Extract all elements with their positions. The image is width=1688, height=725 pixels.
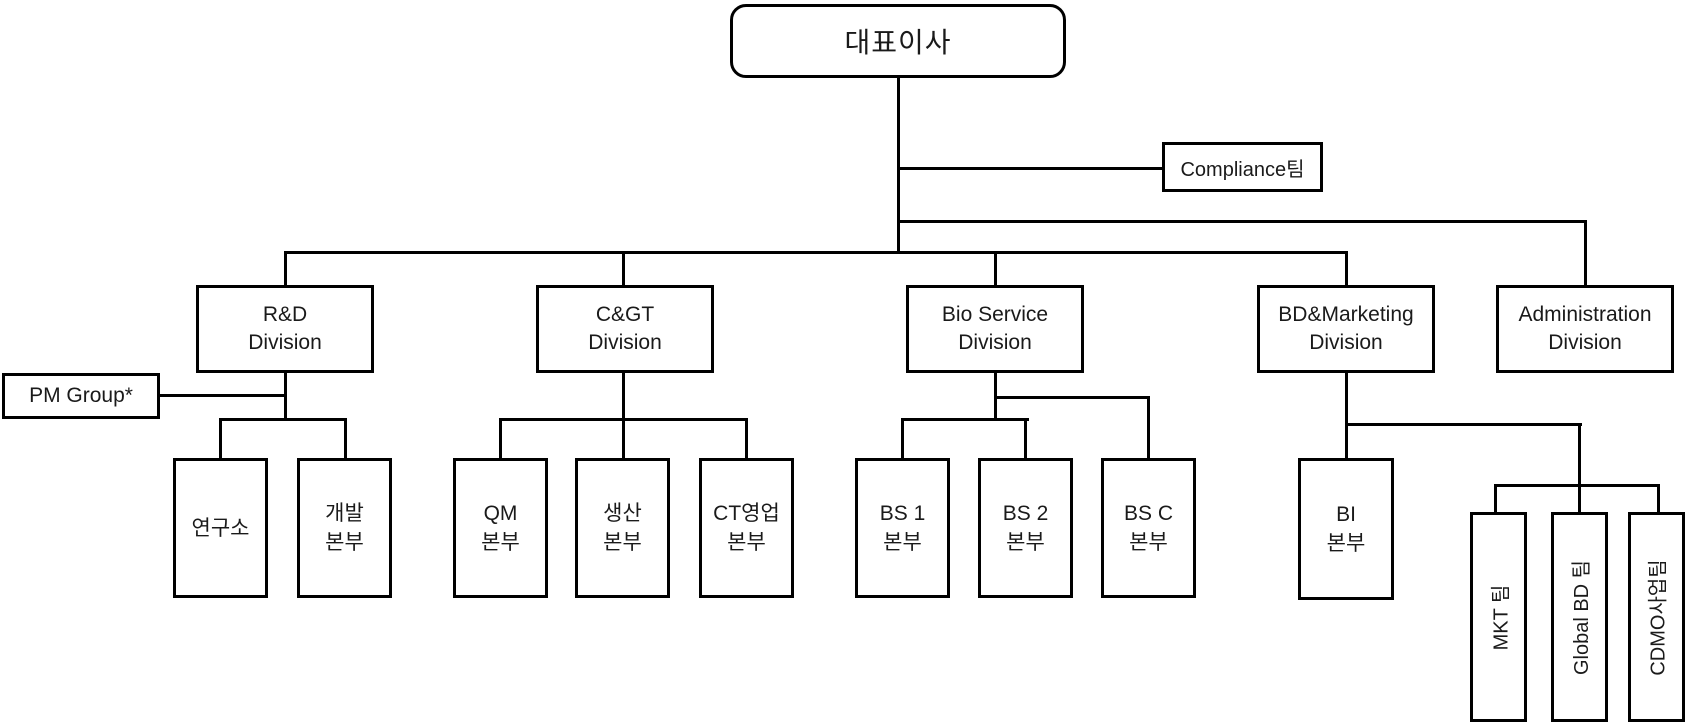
division-label-administration: Administration Division [1518,303,1652,354]
division-box-administration: Administration Division [1496,285,1674,373]
connector-line [622,251,625,287]
team-box-mkt: MKT 팀 [1470,512,1527,722]
dept-box-development-hq: 개발 본부 [297,458,392,598]
connector-line [622,371,625,460]
team-box-global-bd: Global BD 팀 [1551,512,1608,722]
connector-line [897,78,900,253]
dept-label: CT영업 본부 [713,502,780,554]
connector-line [901,418,904,460]
ceo-label: 대표이사 [844,27,952,58]
division-box-rnd: R&D Division [196,285,374,373]
dept-box-ct-sales-hq: CT영업 본부 [699,458,794,598]
connector-line [499,418,748,421]
connector-line [1345,371,1348,460]
connector-line [284,251,1348,254]
dept-box-research-institute: 연구소 [173,458,268,598]
division-label-rnd: R&D Division [248,303,322,354]
connector-line [219,418,347,421]
connector-line [1147,396,1150,460]
team-label-cdmo: CDMO사업팀 [1648,558,1670,676]
connector-line [1345,423,1582,426]
dept-label: 연구소 [191,516,250,540]
connector-line [344,418,347,460]
connector-line [219,418,222,460]
dept-label: BS 1 본부 [879,502,926,554]
connector-line [901,418,1029,421]
compliance-team-box: Compliance팀 [1162,142,1323,192]
connector-line [745,418,748,460]
dept-label: BS 2 본부 [1002,502,1049,554]
connector-line [1584,220,1587,287]
connector-line [994,251,997,287]
connector-line [160,394,286,397]
connector-line [897,220,1587,223]
dept-label: 개발 본부 [325,502,364,554]
dept-box-bsc-hq: BS C 본부 [1101,458,1196,598]
pm-group-box: PM Group* [2,373,160,419]
dept-box-bs2-hq: BS 2 본부 [978,458,1073,598]
connector-line [1578,423,1581,514]
dept-label: BS C 본부 [1123,502,1173,554]
division-box-bd-marketing: BD&Marketing Division [1257,285,1435,373]
division-label-cgt: C&GT Division [588,303,662,354]
team-box-cdmo: CDMO사업팀 [1628,512,1685,722]
dept-box-production-hq: 생산 본부 [575,458,670,598]
dept-label: QM 본부 [481,502,520,554]
connector-line [897,167,1162,170]
connector-line [994,396,1150,399]
compliance-team-label: Compliance팀 [1180,158,1305,181]
connector-line [284,251,287,287]
division-label-bio-service: Bio Service Division [941,303,1049,354]
connector-line [1494,484,1497,514]
connector-line [1494,484,1660,487]
division-box-cgt: C&GT Division [536,285,714,373]
division-label-bd-marketing: BD&Marketing Division [1278,303,1414,354]
connector-line [1345,251,1348,287]
pm-group-label: PM Group* [29,384,133,407]
division-box-bio-service: Bio Service Division [906,285,1084,373]
ceo-box: 대표이사 [730,4,1066,78]
team-label-global-bd: Global BD 팀 [1571,559,1594,675]
dept-box-qm-hq: QM 본부 [453,458,548,598]
connector-line [994,371,997,420]
dept-box-bs1-hq: BS 1 본부 [855,458,950,598]
connector-line [1657,484,1660,514]
team-label-mkt: MKT 팀 [1490,584,1512,650]
connector-line [1024,418,1027,460]
connector-line [499,418,502,460]
dept-label: BI 본부 [1326,503,1366,555]
dept-label: 생산 본부 [603,502,642,554]
dept-box-bi-hq: BI 본부 [1298,458,1394,600]
